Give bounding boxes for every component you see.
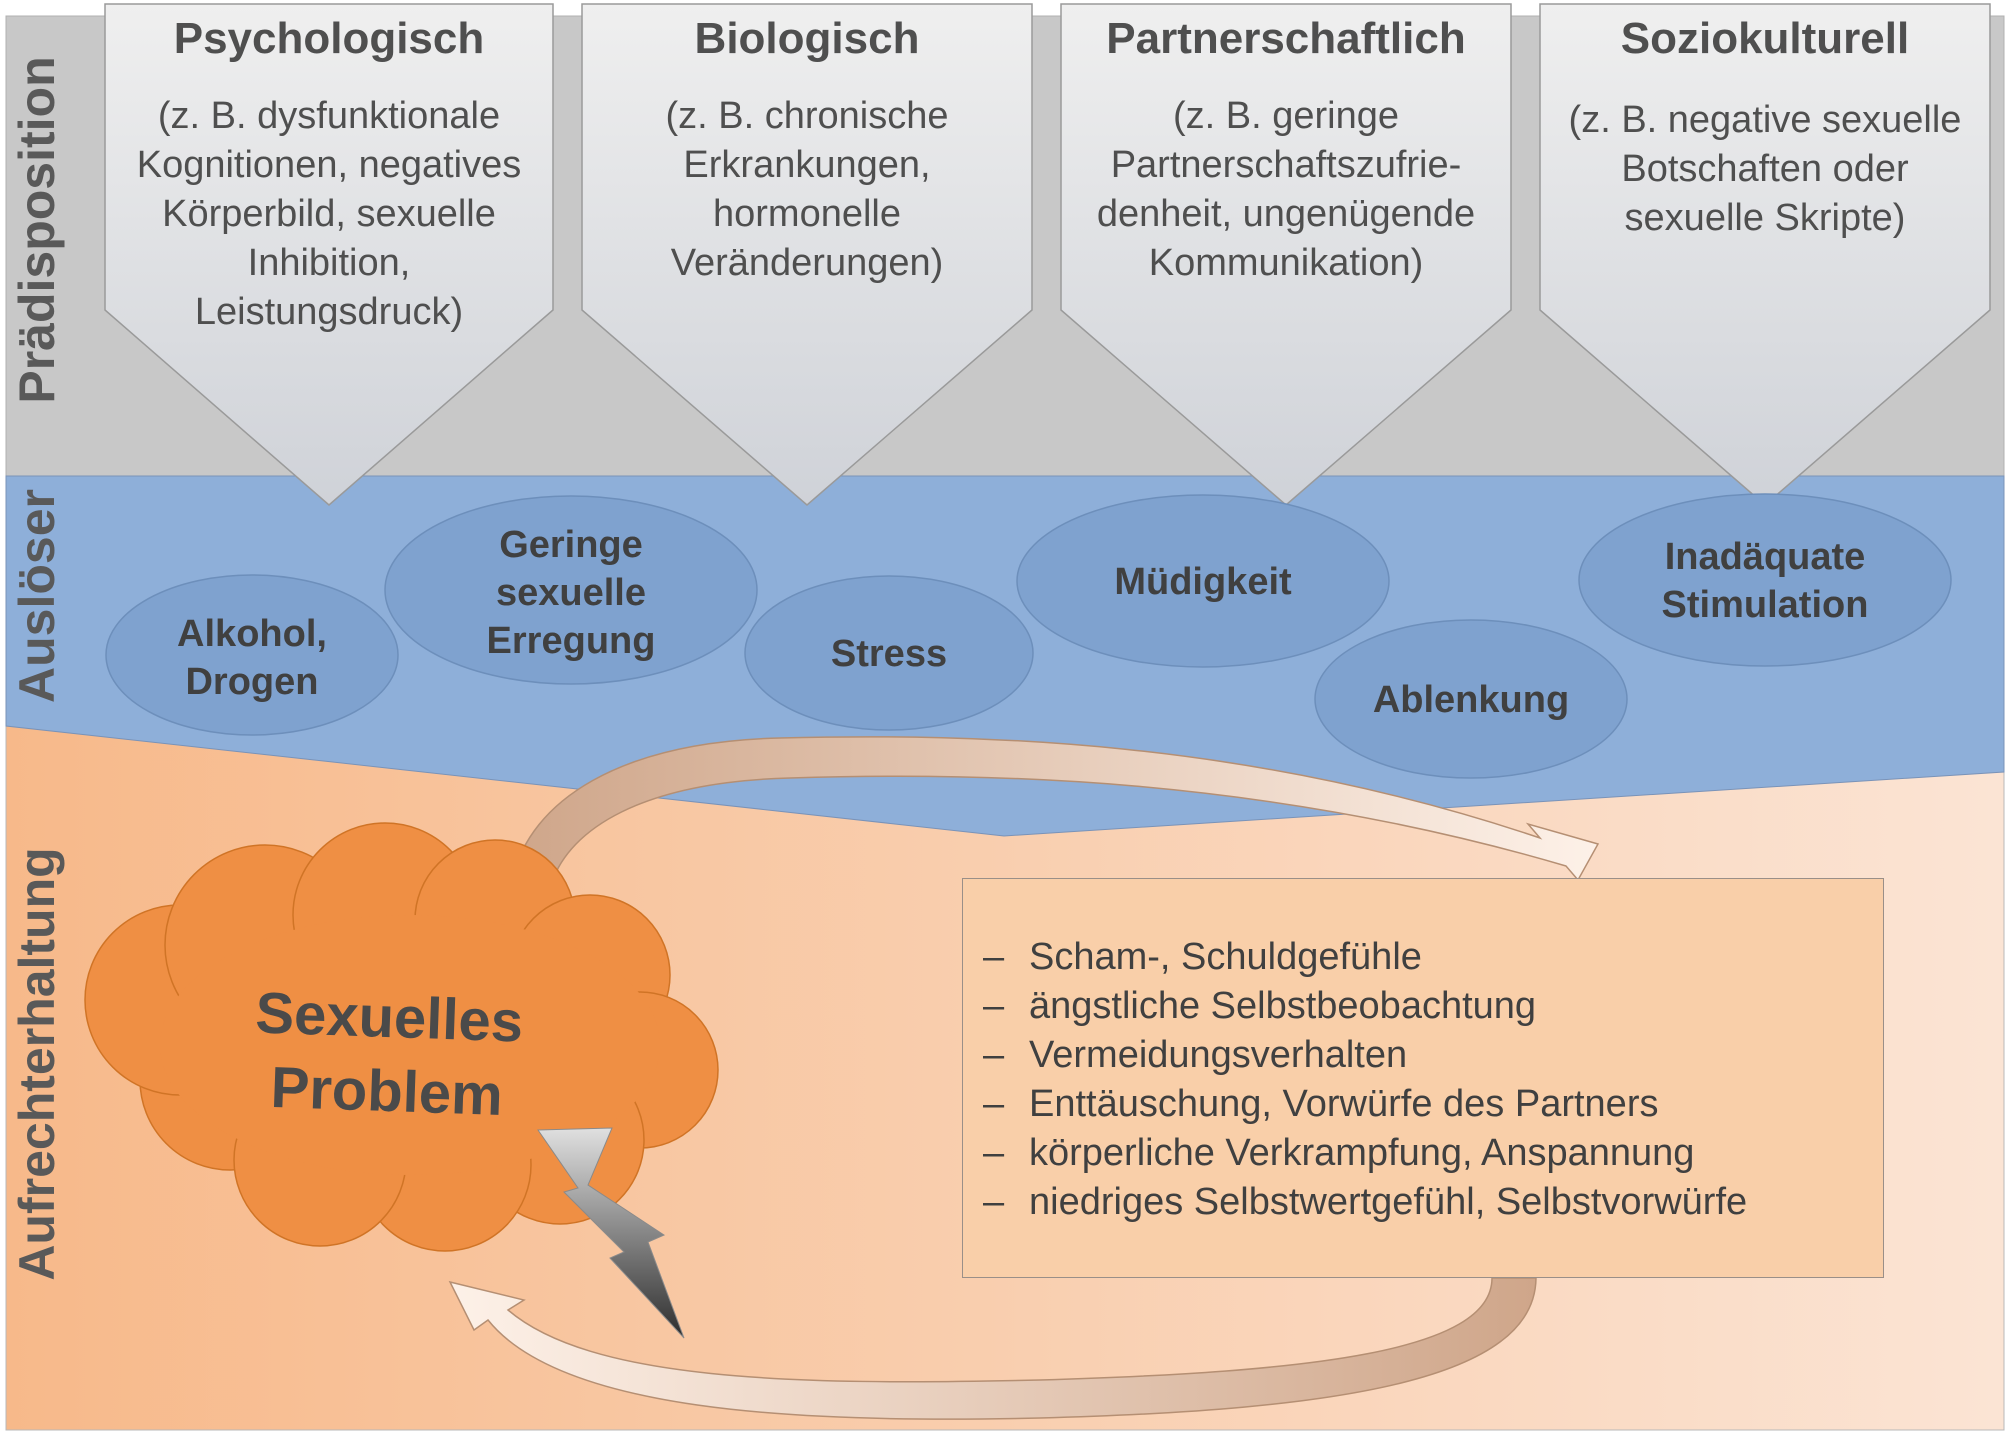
problem-label: Sexuelles Problem (254, 980, 525, 1129)
column-title-psychologisch: Psychologisch (173, 14, 485, 63)
maintenance-factor-text: ängstliche Selbstbeobachtung (1029, 985, 1537, 1027)
maintenance-factor-text: Scham-, Schuldgefühle (1029, 936, 1422, 978)
column-title-biologisch: Biologisch (694, 14, 920, 63)
trigger-inadaequate-stimulation: Inadäquate Stimulation (1661, 536, 1869, 626)
maintenance-factor-text: körperliche Verkrampfung, Anspannung (1029, 1132, 1695, 1174)
column-desc-soziokulturell: (z. B. negative sexuelle Botschaften ode… (1568, 99, 1962, 239)
maintenance-factor-item: –Vermeidungsverhalten (963, 1031, 1883, 1080)
column-desc-partnerschaftlich: (z. B. geringe Partnerschaftszufrie- den… (1096, 95, 1476, 284)
trigger-ellipse-alkohol (105, 574, 399, 736)
bullet-dash: – (983, 1132, 1005, 1174)
maintenance-factor-list: –Scham-, Schuldgefühle –ängstliche Selbs… (963, 933, 1883, 1227)
trigger-ellipse-stimulation (1578, 493, 1952, 667)
maintenance-factor-item: –Enttäuschung, Vorwürfe des Partners (963, 1080, 1883, 1129)
arrow-shape-partnerschaftlich (1060, 3, 1512, 506)
maintenance-factor-box: –Scham-, Schuldgefühle –ängstliche Selbs… (962, 878, 1884, 1278)
lightning-bolt-icon (537, 1127, 685, 1339)
trigger-geringe-erregung: Geringe sexuelle Erregung (486, 524, 656, 662)
maintenance-factor-item: –körperliche Verkrampfung, Anspannung (963, 1129, 1883, 1178)
maintenance-factor-item: –ängstliche Selbstbeobachtung (963, 982, 1883, 1031)
maintenance-factor-item: –Scham-, Schuldgefühle (963, 933, 1883, 982)
arrow-shape-biologisch (581, 3, 1033, 506)
trigger-alkohol-drogen: Alkohol, Drogen (177, 613, 327, 703)
arrow-shape-psychologisch (104, 3, 554, 506)
trigger-muedigkeit: Müdigkeit (1114, 561, 1292, 603)
trigger-stress: Stress (830, 633, 948, 675)
trigger-ellipse-muedigkeit (1016, 494, 1390, 668)
trigger-ellipse-ablenkung (1314, 619, 1628, 779)
maintenance-factor-text: Vermeidungsverhalten (1029, 1034, 1408, 1076)
maintenance-factor-text: niedriges Selbstwertgefühl, Selbstvorwür… (1029, 1181, 1748, 1223)
band-label-praedisposition: Prädisposition (9, 56, 65, 404)
bullet-dash: – (983, 985, 1005, 1027)
cycle-arrow-bottom-icon (448, 1277, 1537, 1420)
bullet-dash: – (983, 1181, 1005, 1223)
column-title-soziokulturell: Soziokulturell (1620, 14, 1910, 63)
maintenance-factor-text: Enttäuschung, Vorwürfe des Partners (1029, 1083, 1659, 1125)
cycle-arrow-top-icon (511, 736, 1600, 883)
column-desc-biologisch: (z. B. chronische Erkrankungen, hormonel… (665, 95, 949, 284)
bullet-dash: – (983, 1034, 1005, 1076)
bullet-dash: – (983, 1083, 1005, 1125)
column-desc-psychologisch: (z. B. dysfunktionale Kognitionen, negat… (136, 95, 522, 333)
trigger-ellipse-erregung (384, 495, 758, 685)
trigger-ablenkung: Ablenkung (1372, 679, 1570, 721)
trigger-ellipse-stress (744, 575, 1034, 731)
bullet-dash: – (983, 936, 1005, 978)
column-title-partnerschaftlich: Partnerschaftlich (1106, 14, 1466, 63)
arrow-shape-soziokulturell (1539, 3, 1991, 506)
band-label-ausloeser: Auslöser (9, 489, 65, 703)
maintenance-factor-item: –niedriges Selbstwertgefühl, Selbstvorwü… (963, 1178, 1883, 1227)
band-label-aufrechterhaltung: Aufrechterhaltung (9, 847, 65, 1281)
